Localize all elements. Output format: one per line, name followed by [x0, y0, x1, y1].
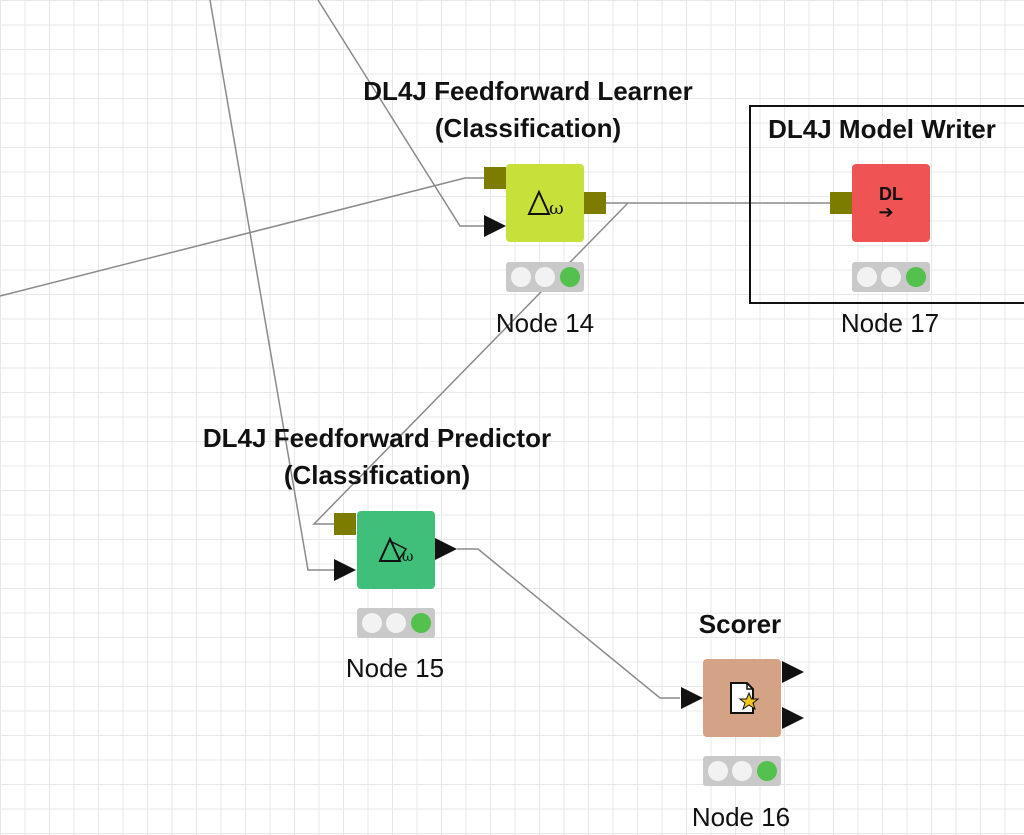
- scorer-node-body[interactable]: [703, 659, 781, 737]
- predictor-node-body[interactable]: ω: [357, 511, 435, 589]
- status-light-green: [756, 761, 777, 781]
- title-line-2: (Classification): [434, 113, 622, 143]
- learner-status-lights: [506, 262, 584, 292]
- status-light-yellow: [881, 267, 901, 287]
- writer-status-lights: [852, 262, 930, 292]
- title-line-1: DL4J Feedforward Predictor: [202, 423, 552, 453]
- predictor-status-lights: [357, 608, 435, 638]
- node-learner-label[interactable]: Node 14: [495, 308, 595, 338]
- node-scorer-title: Scorer: [698, 609, 782, 639]
- svg-text:ω: ω: [549, 198, 564, 219]
- node-learner-title: DL4J Feedforward Learner (Classification…: [340, 73, 716, 147]
- model-writer-icon: DL ➔: [878, 184, 903, 222]
- scorer-status-lights: [703, 756, 781, 786]
- connection-in-to-learner-model: [0, 177, 484, 297]
- scorer-data-in-port[interactable]: [681, 687, 703, 709]
- status-light-green: [905, 267, 926, 287]
- writer-model-in-port[interactable]: [830, 192, 852, 214]
- predictor-model-in-port[interactable]: [334, 513, 356, 535]
- connection-in-to-learner-data: [317, 0, 484, 227]
- learner-model-in-port[interactable]: [484, 167, 506, 189]
- title-line-1: DL4J Feedforward Learner: [363, 76, 693, 106]
- scorer-data-out-port-1[interactable]: [782, 661, 804, 683]
- learner-node-body[interactable]: ω: [506, 164, 584, 242]
- connection-in-to-predictor-data: [209, 0, 334, 571]
- status-light-red: [707, 761, 728, 781]
- svg-text:ω: ω: [402, 549, 413, 565]
- node-predictor-label[interactable]: Node 15: [345, 653, 445, 683]
- status-light-red: [361, 613, 382, 633]
- status-light-red: [856, 267, 877, 287]
- status-light-green: [410, 613, 431, 633]
- connection-learner-to-predictor: [312, 202, 629, 525]
- annotation-box-writer[interactable]: [749, 105, 1024, 304]
- scorer-document-star-icon: [730, 682, 760, 714]
- neural-network-predictor-icon: ω: [378, 536, 413, 565]
- status-light-yellow: [732, 761, 752, 781]
- neural-network-learner-icon: ω: [527, 189, 564, 219]
- writer-icon-text: DL: [879, 184, 903, 204]
- writer-node-body[interactable]: DL ➔: [852, 164, 930, 242]
- predictor-data-in-port[interactable]: [334, 559, 356, 581]
- arrow-right-icon: ➔: [878, 202, 894, 222]
- predictor-data-out-port[interactable]: [435, 538, 457, 560]
- status-light-red: [510, 267, 531, 287]
- node-scorer-label[interactable]: Node 16: [691, 802, 791, 832]
- status-light-yellow: [535, 267, 555, 287]
- status-light-green: [559, 267, 580, 287]
- status-light-yellow: [386, 613, 406, 633]
- node-writer-label[interactable]: Node 17: [840, 308, 940, 338]
- learner-model-out-port[interactable]: [584, 192, 606, 214]
- connection-predictor-to-scorer: [457, 548, 680, 699]
- learner-data-in-port[interactable]: [484, 215, 506, 237]
- scorer-data-out-port-2[interactable]: [782, 707, 804, 729]
- title-line-2: (Classification): [283, 460, 471, 490]
- node-writer-title: DL4J Model Writer: [768, 114, 996, 144]
- node-predictor-title: DL4J Feedforward Predictor (Classificati…: [178, 420, 576, 494]
